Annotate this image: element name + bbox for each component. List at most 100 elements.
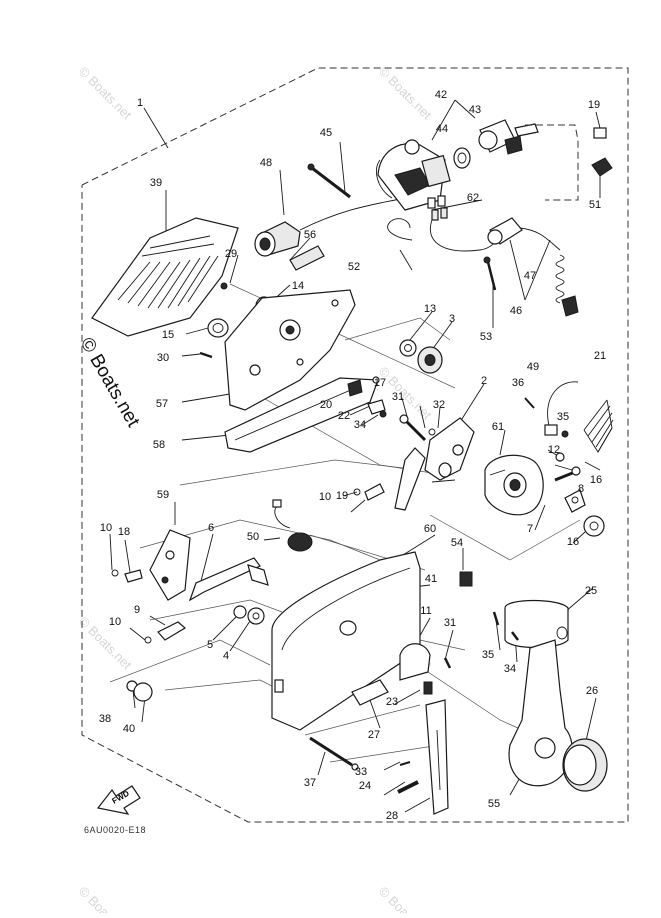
part-5-washer bbox=[233, 605, 247, 619]
callout-34: 34 bbox=[504, 663, 516, 675]
callout-43: 43 bbox=[469, 104, 481, 116]
part-37-screw bbox=[524, 397, 535, 409]
part-38-bolt bbox=[309, 736, 359, 771]
part-24-screw bbox=[423, 681, 433, 695]
panel-outline bbox=[525, 124, 579, 201]
part-43-switch-harness bbox=[376, 139, 451, 211]
part-10-clip-center bbox=[353, 488, 361, 496]
callout-18: 18 bbox=[118, 526, 130, 538]
fwd-arrow-icon bbox=[96, 785, 141, 815]
callout-25: 25 bbox=[585, 585, 597, 597]
part-13-washer bbox=[555, 452, 565, 462]
callout-27: 27 bbox=[368, 729, 380, 741]
watermark-4: © Boats.net bbox=[76, 614, 135, 673]
callout-40: 40 bbox=[123, 723, 135, 735]
callout-46: 46 bbox=[510, 305, 522, 317]
callout-30: 30 bbox=[157, 352, 169, 364]
callout-60: 60 bbox=[424, 523, 436, 535]
callout-41: 41 bbox=[425, 573, 437, 585]
part-52-bumper bbox=[591, 157, 613, 177]
callout-32: 32 bbox=[433, 399, 445, 411]
part-23-bracket bbox=[367, 399, 386, 415]
part-51-switch bbox=[272, 499, 313, 552]
side-watermark: © Boats.net bbox=[76, 334, 144, 431]
part-31-screw-lower bbox=[443, 657, 452, 669]
part-10-clip-left bbox=[111, 569, 119, 577]
part-46-bolt bbox=[307, 163, 351, 199]
part-63-connectors bbox=[427, 195, 448, 221]
part-31-screw-upper bbox=[199, 351, 213, 359]
callout-44: 44 bbox=[436, 123, 448, 135]
callout-12: 12 bbox=[548, 444, 560, 456]
part-56-control-lever bbox=[508, 639, 573, 787]
callout-31: 31 bbox=[444, 617, 456, 629]
callout-14: 14 bbox=[292, 280, 304, 292]
callout-16: 16 bbox=[567, 536, 579, 548]
callout-33: 33 bbox=[355, 766, 367, 778]
part-58-bracket bbox=[224, 289, 356, 411]
callout-10: 10 bbox=[319, 491, 331, 503]
part-41-washer bbox=[133, 682, 153, 702]
part-47-stop-switch bbox=[487, 217, 561, 251]
callout-58: 58 bbox=[153, 439, 165, 451]
callout-13: 13 bbox=[424, 303, 436, 315]
callout-35: 35 bbox=[557, 411, 569, 423]
part-9-roller bbox=[157, 621, 187, 641]
assembly-outline bbox=[81, 67, 629, 823]
callout-5: 5 bbox=[207, 639, 213, 651]
part-7-plate bbox=[564, 489, 586, 513]
callout-19: 19 bbox=[588, 99, 600, 111]
part-29-cover bbox=[351, 679, 389, 706]
part-45-nut bbox=[453, 147, 471, 169]
callout-35: 35 bbox=[482, 649, 494, 661]
part-54-screw bbox=[483, 256, 497, 291]
callout-17: 17 bbox=[374, 377, 386, 389]
callout-2: 2 bbox=[481, 375, 487, 387]
part-50-cable-end bbox=[544, 424, 558, 436]
callout-59: 59 bbox=[157, 489, 169, 501]
callout-9: 9 bbox=[134, 604, 140, 616]
part-60-bracket bbox=[149, 529, 191, 601]
callout-7: 7 bbox=[527, 523, 533, 535]
callout-16: 16 bbox=[590, 474, 602, 486]
part-32-bolt bbox=[399, 414, 427, 442]
callout-55: 55 bbox=[488, 798, 500, 810]
callout-3: 3 bbox=[449, 313, 455, 325]
watermark-2: © Boats.net bbox=[376, 64, 435, 123]
part-40-grille-cover bbox=[91, 217, 239, 337]
callout-50: 50 bbox=[247, 531, 259, 543]
part-30-screw bbox=[220, 282, 228, 290]
callout-15: 15 bbox=[162, 329, 174, 341]
callout-20: 20 bbox=[320, 399, 332, 411]
part-lever-arm bbox=[394, 447, 426, 511]
part-3-gear bbox=[417, 346, 443, 374]
callout-22: 22 bbox=[338, 410, 350, 422]
part-36-screw bbox=[492, 611, 500, 626]
part-42-housing bbox=[271, 551, 421, 731]
part-16-bushing-left bbox=[207, 318, 229, 338]
part-53-clip bbox=[387, 218, 413, 241]
callout-39: 39 bbox=[150, 177, 162, 189]
part-shift-link bbox=[247, 564, 269, 586]
part-10-clip-lower bbox=[144, 636, 152, 644]
part-44-key-switch bbox=[478, 119, 539, 155]
callout-19: 19 bbox=[336, 490, 348, 502]
part-49-grommet bbox=[254, 221, 301, 257]
callout-8: 8 bbox=[578, 483, 584, 495]
callout-24: 24 bbox=[359, 780, 371, 792]
callout-29: 29 bbox=[225, 248, 237, 260]
part-34-screw-lower bbox=[399, 761, 411, 766]
part-19-link-left bbox=[124, 569, 143, 583]
footer-code: 6AU0020-E18 bbox=[84, 825, 146, 835]
callout-47: 47 bbox=[524, 270, 536, 282]
callout-23: 23 bbox=[386, 696, 398, 708]
part-6-shift-lever bbox=[188, 557, 261, 602]
part-62-cam bbox=[484, 454, 544, 516]
callout-21: 21 bbox=[594, 350, 606, 362]
callout-36: 36 bbox=[512, 377, 524, 389]
callout-6: 6 bbox=[208, 522, 214, 534]
callout-51: 51 bbox=[589, 199, 601, 211]
part-26-handle bbox=[504, 599, 569, 649]
